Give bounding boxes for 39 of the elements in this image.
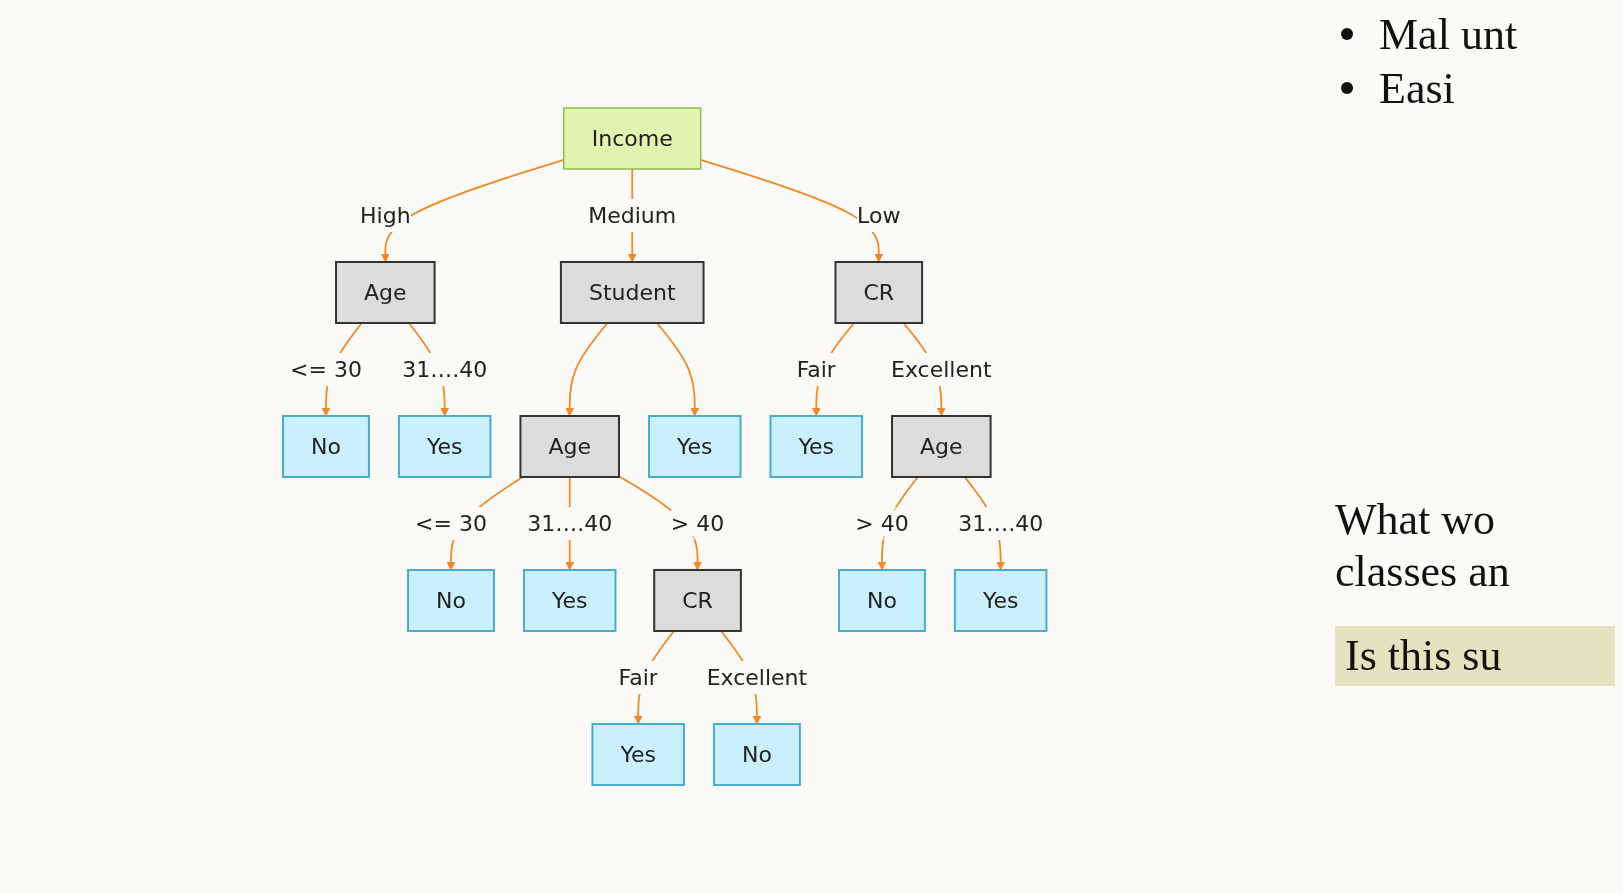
node-box: Age: [335, 261, 436, 324]
edge-label: Low: [857, 203, 901, 228]
question-text: What wo classes an: [1335, 494, 1511, 598]
bullet-text: Mal unt: [1335, 10, 1615, 60]
node-box: Yes: [523, 569, 617, 632]
node-box: Yes: [954, 569, 1048, 632]
edge-label: Fair: [618, 664, 659, 690]
edge-label: <= 30: [415, 510, 488, 536]
node-box: Yes: [591, 723, 686, 786]
node-box: Student: [560, 261, 705, 324]
node-box: No: [407, 569, 496, 632]
edge-label: High: [360, 203, 411, 228]
edge-label: 31….40: [527, 510, 613, 536]
arrow: [565, 322, 609, 417]
node-box: CR: [834, 261, 924, 324]
node-box: Yes: [398, 415, 492, 478]
highlighted-question: Is this su: [1335, 626, 1615, 686]
node-box: CR: [653, 569, 743, 632]
node-box: No: [838, 569, 927, 632]
edge-label: Excellent: [891, 356, 992, 382]
arrow: [381, 158, 565, 263]
bullet-text: Easi: [1335, 64, 1615, 114]
node-box: Yes: [648, 415, 742, 478]
edge-label: 31….40: [402, 356, 488, 382]
node-box: Age: [519, 415, 621, 478]
node-box: No: [282, 415, 371, 478]
edge-label: Excellent: [706, 664, 808, 690]
arrow: [700, 159, 884, 263]
edge-label: <= 30: [290, 356, 363, 382]
node-box: No: [713, 723, 802, 786]
edge-label: > 40: [671, 510, 725, 536]
arrow: [656, 322, 700, 417]
node-box: Yes: [769, 415, 864, 478]
edge-label: > 40: [855, 510, 909, 536]
edge-label: 31….40: [958, 510, 1044, 536]
node-box: Age: [891, 415, 992, 478]
edge-label: Fair: [796, 356, 837, 382]
edge-label: Medium: [588, 203, 677, 228]
node-box: Income: [563, 107, 702, 170]
